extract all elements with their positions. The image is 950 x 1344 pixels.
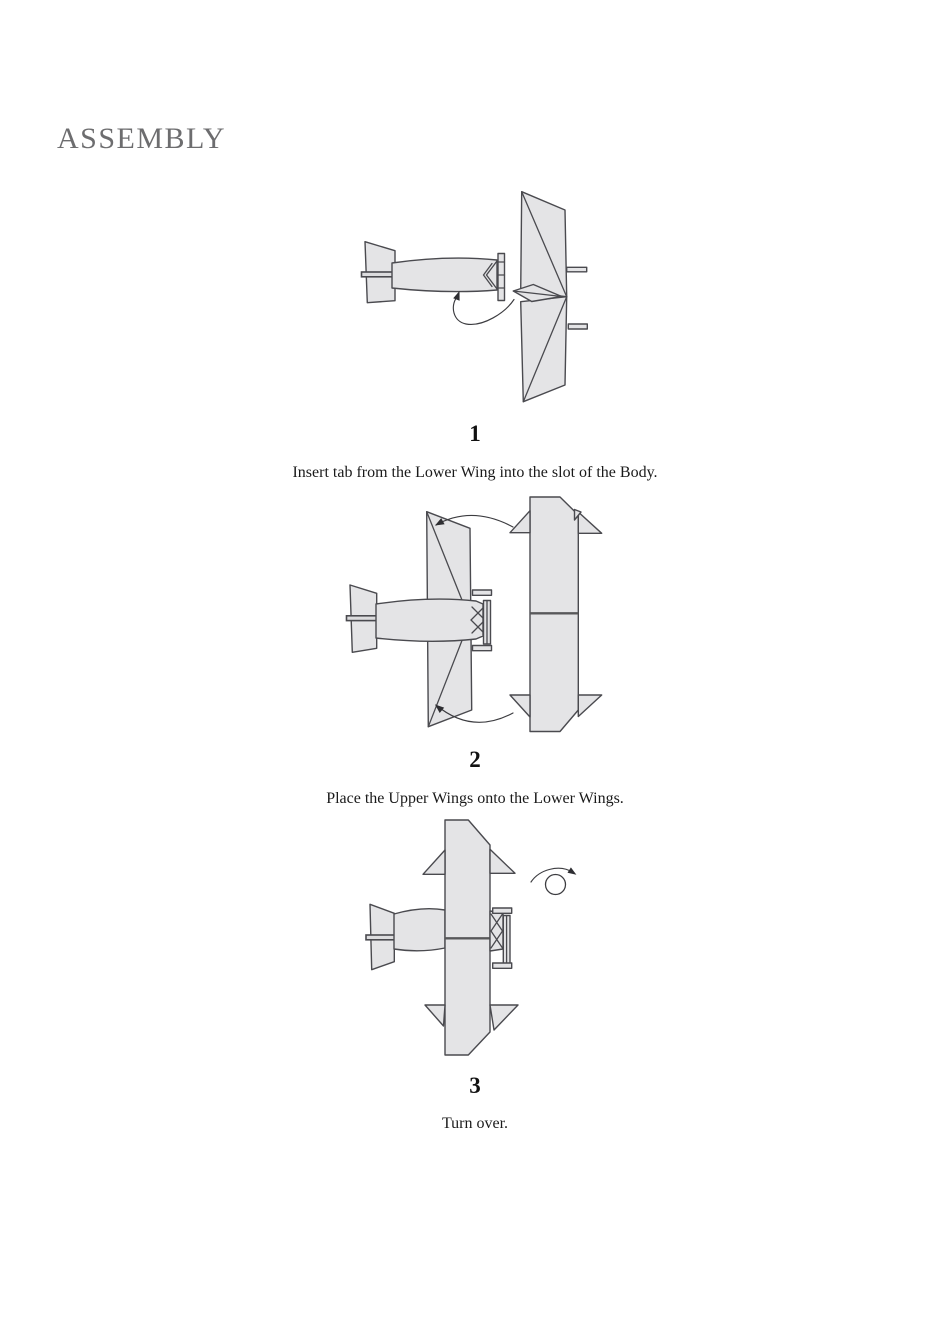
- fuselage: [375, 598, 484, 642]
- fuselage: [393, 907, 446, 952]
- tail-band: [360, 271, 397, 278]
- step-2-diagram: [345, 496, 603, 733]
- flap-bottom-left: [509, 694, 531, 718]
- upper-wing-assembled: [422, 819, 519, 1056]
- lower-wing: [512, 190, 588, 403]
- wing-tab-lower: [471, 644, 493, 652]
- step-2-number: 2: [469, 747, 481, 772]
- step-3-diagram: [365, 819, 577, 1056]
- page-title: ASSEMBLY: [57, 122, 227, 155]
- fuselage: [391, 257, 498, 293]
- upper-wing: [509, 496, 603, 733]
- step-1-number: 1: [469, 421, 481, 446]
- wing-tab-upper: [566, 266, 588, 273]
- insert-arrow: [452, 291, 515, 325]
- plane-body: [345, 584, 493, 653]
- wing-tab-upper: [471, 589, 493, 597]
- wing-tab-upper: [492, 907, 513, 915]
- flap-top-left: [422, 849, 446, 875]
- flap-top-right: [577, 511, 603, 534]
- plane-body: [365, 903, 446, 971]
- wing-tab-lower: [492, 962, 513, 970]
- nose-and-slot: [489, 907, 513, 970]
- flap-top-right: [489, 848, 516, 874]
- step-3-number: 3: [469, 1073, 481, 1098]
- flap-bottom-right: [577, 694, 603, 718]
- plane-body: [360, 240, 506, 304]
- step-1-diagram: [360, 190, 588, 403]
- step-2-caption: Place the Upper Wings onto the Lower Win…: [326, 790, 624, 807]
- turn-over-icon: [530, 867, 577, 896]
- flap-bottom-right: [489, 1004, 519, 1031]
- flap-top-left: [509, 510, 531, 534]
- flap-bottom-left: [424, 1004, 446, 1027]
- body-slot: [497, 252, 506, 302]
- fold-arrow-top: [435, 514, 514, 528]
- step-3-caption: Turn over.: [441, 1115, 509, 1132]
- step-1-caption: Insert tab from the Lower Wing into the …: [292, 464, 658, 481]
- fold-arrow-bottom: [435, 704, 514, 723]
- wing-tab-lower: [567, 323, 588, 330]
